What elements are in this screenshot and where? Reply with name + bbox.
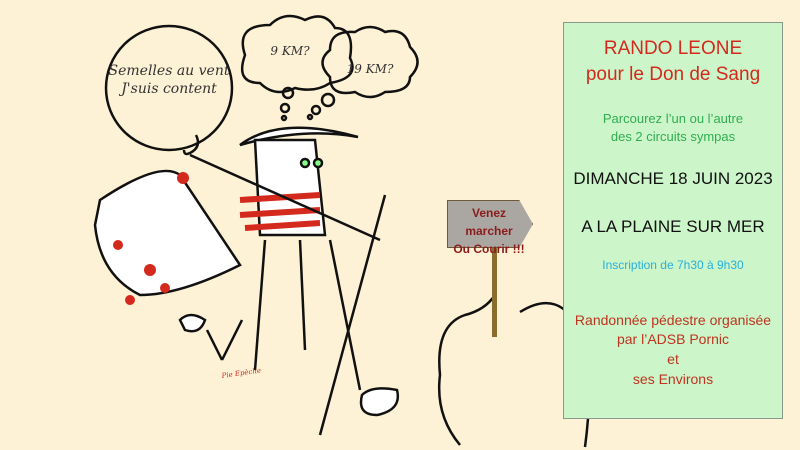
thought-text-1: 9 KM? <box>270 44 310 58</box>
organizer-line-4: ses Environs <box>632 371 714 387</box>
event-place: A LA PLAINE SUR MER <box>581 217 765 236</box>
thought-text-2: 19 KM? <box>347 62 394 76</box>
info-panel: RANDO LEONE pour le Don de Sang Parcoure… <box>563 22 783 419</box>
title-line-1: RANDO LEONE <box>603 38 743 59</box>
subtitle-line-2: des 2 circuits sympas <box>610 129 736 144</box>
speech-line-2: J'suis content <box>118 81 217 97</box>
thought-cloud-1 <box>240 14 354 94</box>
bag <box>93 169 242 297</box>
inscription-time: Inscription de 7h30 à 9h30 <box>602 258 744 272</box>
event-date: DIMANCHE 18 JUIN 2023 <box>573 169 773 188</box>
title-line-2: pour le Don de Sang <box>585 64 761 85</box>
sign-post <box>492 245 497 337</box>
direction-sign <box>447 200 533 248</box>
thought-cloud-2 <box>321 25 419 99</box>
sign-line-1: Venez marcher <box>465 206 513 238</box>
organizer-line-2: par l’ADSB Pornic <box>616 331 730 347</box>
organizer-line-3: et <box>667 351 679 367</box>
sign-text: Venez marcher Ou Courir !!! <box>447 204 531 258</box>
organizer-line-1: Randonnée pédestre organisée <box>574 312 772 328</box>
signature: Pie Epèche <box>220 367 261 381</box>
speech-bubble <box>104 24 234 152</box>
subtitle-line-1: Parcourez l’un ou l’autre <box>602 111 744 126</box>
speech-line-1: Semelles au vent <box>109 63 230 79</box>
sign-line-2: Ou Courir !!! <box>453 242 525 256</box>
hiker-hat <box>239 126 359 147</box>
